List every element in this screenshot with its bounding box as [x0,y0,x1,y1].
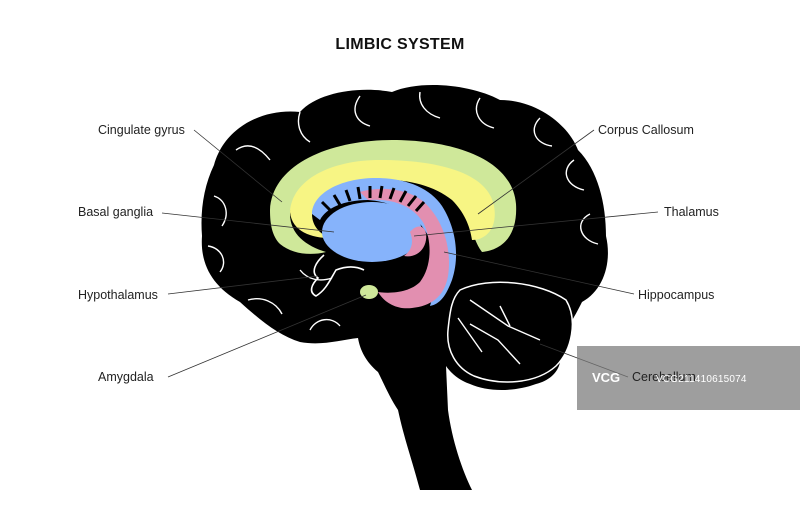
leader-amygdala [167,294,367,378]
leader-basal [161,212,335,233]
watermark-logo: VCG [592,370,621,385]
watermark-id: VCG211410615074 [656,374,747,385]
label-basal-ganglia: Basal ganglia [78,205,154,219]
gyri-lines [207,91,599,365]
label-hypothalamus: Hypothalamus [78,288,158,302]
hypothalamus-outline [310,254,365,297]
cerebellum-shape [447,281,574,383]
thalamus-pink [404,226,427,257]
label-cerebellum: Cerebellum [632,370,696,384]
basal-ganglia-region [322,202,422,262]
leader-thalamus [413,211,659,237]
leader-hippocampus [443,251,635,295]
label-hippocampus: Hippocampus [638,288,715,302]
striations [320,185,426,212]
hippocampus-region [360,188,450,309]
label-amygdala: Amygdala [98,370,154,384]
label-corpus-callosum: Corpus Callosum [598,123,694,137]
label-thalamus: Thalamus [664,205,719,219]
diagram-title: LIMBIC SYSTEM [335,36,465,53]
amygdala-region [360,285,378,299]
leader-hypothalamus [167,275,319,295]
leader-corpus [477,129,595,215]
label-cingulate-gyrus: Cingulate gyrus [98,123,185,137]
watermark-box [577,346,800,410]
leader-lines [161,129,659,378]
leader-cingulate [193,129,283,203]
corpus-callosum-region [290,160,495,240]
